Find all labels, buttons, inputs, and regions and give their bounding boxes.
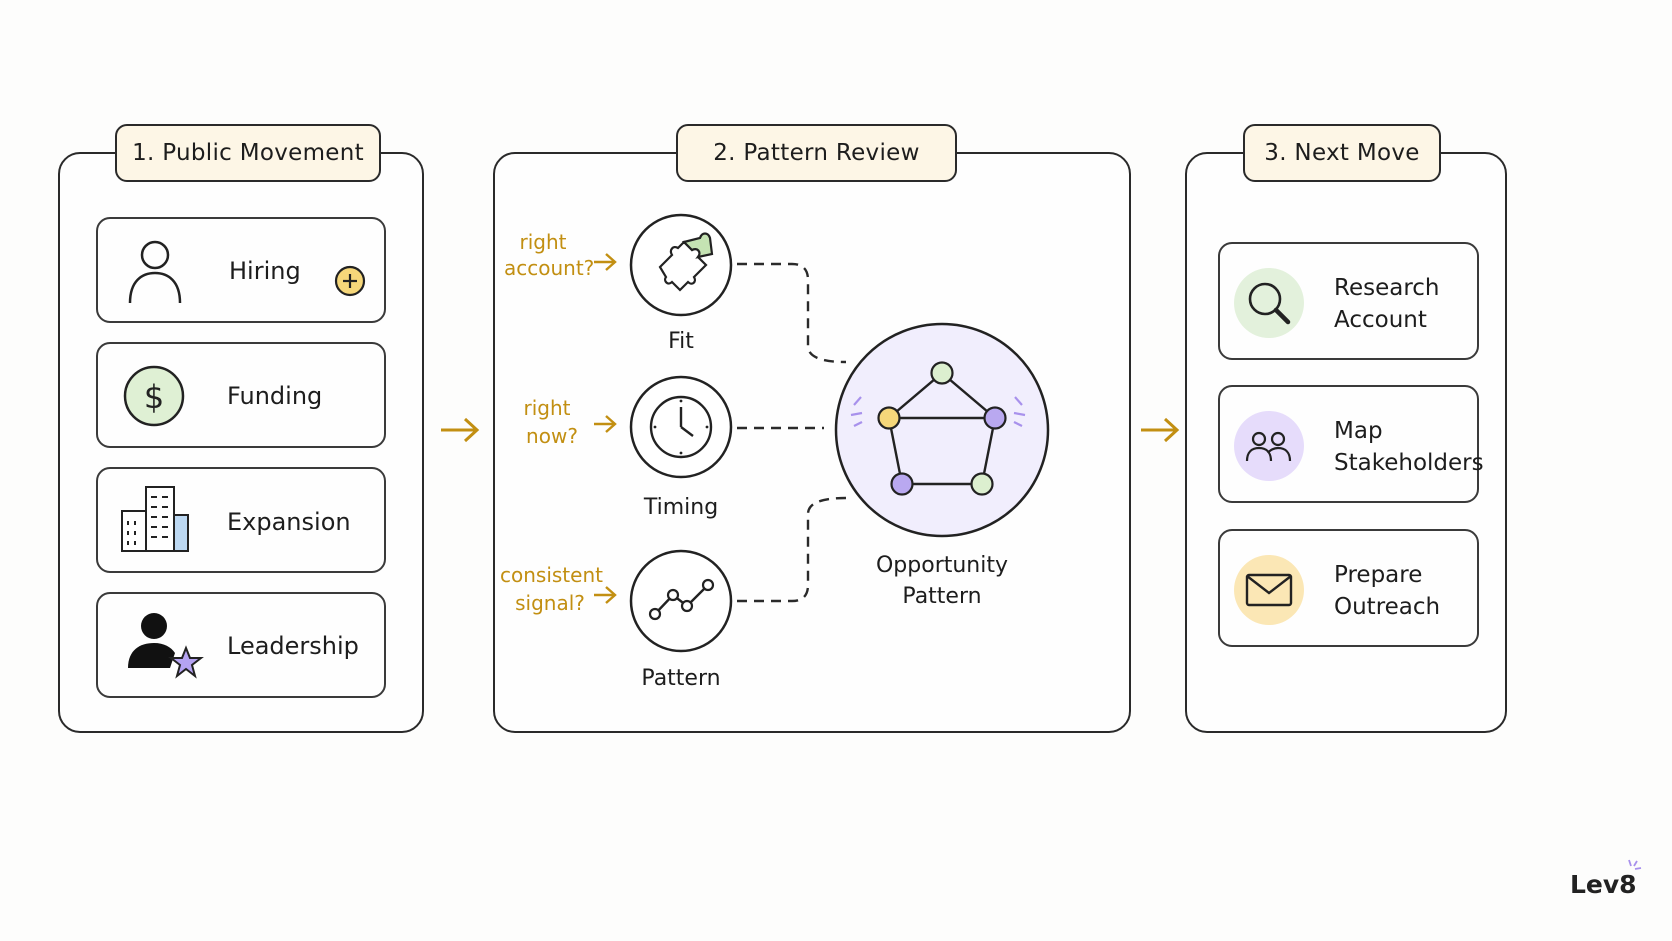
card-label-hiring: Hiring xyxy=(229,257,301,285)
pentagon-network-icon[interactable] xyxy=(832,318,1052,544)
magnifier-icon xyxy=(1234,268,1304,338)
panel-public-movement: 1. Public Movement Hiring $ Funding xyxy=(58,124,424,733)
panel-next-move: 3. Next Move Research Account Map Stakeh… xyxy=(1185,124,1507,733)
card-prepare-outreach[interactable]: Prepare Outreach xyxy=(1218,529,1479,647)
node-label-fit: Fit xyxy=(668,329,694,354)
person-icon xyxy=(128,240,182,304)
flow-arrow-icon xyxy=(1141,417,1180,443)
panel-title-text: 1. Public Movement xyxy=(132,140,364,166)
panel-title-public-movement: 1. Public Movement xyxy=(115,124,381,182)
node-label-timing: Timing xyxy=(643,495,719,520)
buildings-icon xyxy=(121,486,189,552)
label-line1: Map xyxy=(1334,418,1383,444)
question-timing-line1: right xyxy=(523,396,571,420)
label-line2: Account xyxy=(1334,307,1427,333)
opportunity-pattern-line2: Pattern xyxy=(902,584,982,609)
card-research-account[interactable]: Research Account xyxy=(1218,242,1479,360)
card-funding[interactable]: $ Funding xyxy=(96,342,386,448)
card-label-prepare-outreach: Prepare Outreach xyxy=(1334,559,1440,623)
card-hiring[interactable]: Hiring xyxy=(96,217,386,323)
flow-arrow-icon xyxy=(441,417,480,443)
opportunity-pattern-line1: Opportunity xyxy=(875,553,1009,578)
card-label-map-stakeholders: Map Stakeholders xyxy=(1334,415,1484,479)
panel-title-next-move: 3. Next Move xyxy=(1243,124,1441,182)
brand-logo-text: Lev8 xyxy=(1570,870,1637,899)
envelope-icon xyxy=(1234,555,1304,625)
card-label-expansion: Expansion xyxy=(227,508,351,536)
clock-icon[interactable] xyxy=(628,374,734,480)
label-line2: Outreach xyxy=(1334,594,1441,620)
panel-title-text: 2. Pattern Review xyxy=(713,140,920,166)
people-icon xyxy=(1234,411,1304,481)
card-map-stakeholders[interactable]: Map Stakeholders xyxy=(1218,385,1484,503)
label-line1: Prepare xyxy=(1334,562,1423,588)
puzzle-icon[interactable] xyxy=(628,212,734,318)
card-label-research-account: Research Account xyxy=(1334,272,1440,336)
leader-star-icon xyxy=(128,613,204,679)
question-timing-line2: now? xyxy=(526,424,578,448)
plus-circle-icon xyxy=(334,265,366,297)
panel-title-pattern-review: 2. Pattern Review xyxy=(676,124,957,182)
opportunity-pattern-label: Opportunity Pattern xyxy=(862,550,1022,612)
node-label-pattern: Pattern xyxy=(641,666,721,691)
card-expansion[interactable]: Expansion xyxy=(96,467,386,573)
trend-line-icon[interactable] xyxy=(628,548,734,654)
question-pattern-line1: consistent xyxy=(500,563,603,587)
dollar-coin-icon: $ xyxy=(123,365,185,427)
brand-spark-icon xyxy=(1628,859,1642,870)
card-label-funding: Funding xyxy=(227,382,323,410)
label-line1: Research xyxy=(1334,275,1440,301)
card-label-leadership: Leadership xyxy=(227,632,359,660)
label-line2: Stakeholders xyxy=(1334,450,1484,476)
svg-text:$: $ xyxy=(144,378,164,416)
panel-title-text: 3. Next Move xyxy=(1264,140,1420,166)
question-fit-line1: right xyxy=(519,230,567,254)
card-leadership[interactable]: Leadership xyxy=(96,592,386,698)
question-pattern-line2: signal? xyxy=(515,591,585,615)
question-fit-line2: account? xyxy=(504,256,595,280)
